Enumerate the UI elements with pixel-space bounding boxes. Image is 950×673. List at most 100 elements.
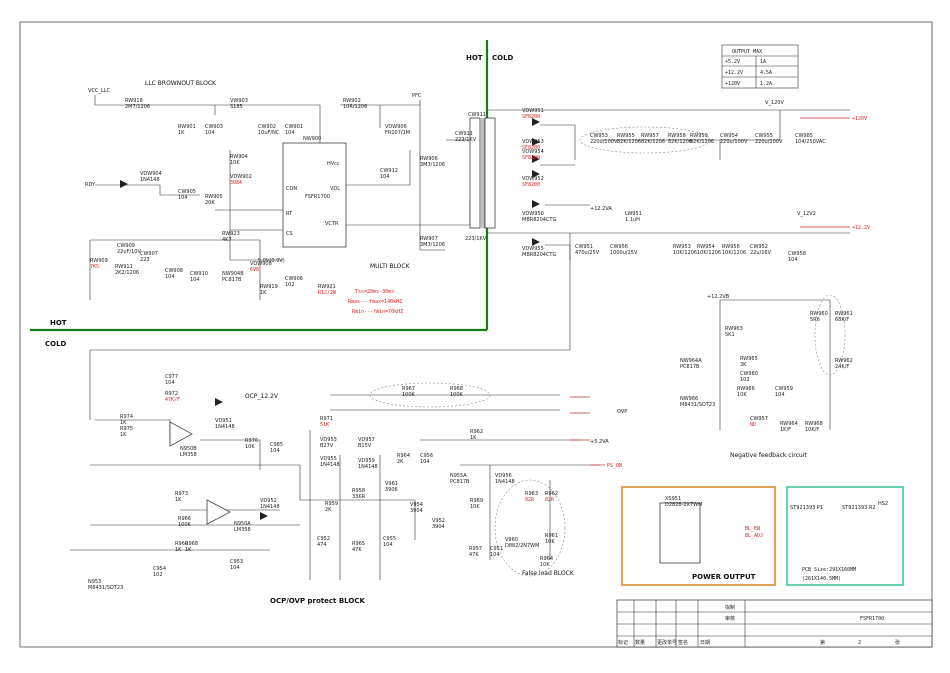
component-value: 2K2/1206 [115, 270, 139, 276]
component-ref: VD956 [495, 473, 512, 479]
component-value: 104 [490, 552, 500, 558]
component-value: 3K [740, 362, 747, 368]
component-ref: RW923 [222, 231, 240, 237]
component-ref: C985 [270, 442, 283, 448]
page-border [19, 21, 933, 648]
component-value: 1N4148 [215, 424, 235, 430]
component-ref: CW953 [590, 133, 608, 139]
component-value: 1K [175, 497, 182, 503]
component-value: 104 [165, 274, 175, 280]
component-ref: VDW954 [522, 149, 544, 155]
component-ref: V954 [410, 502, 423, 508]
power-output-box [621, 486, 776, 586]
component-value: 1N4148 [320, 462, 340, 468]
component-ref: VD957 [358, 437, 375, 443]
component-value: M8431/SOT23 [88, 585, 123, 591]
component-ref: CW959 [775, 386, 793, 392]
hot-label-left: HOT [50, 319, 67, 327]
rail-p52: +5.2VA [590, 439, 609, 445]
ic-pin-cs: CS [286, 231, 293, 237]
component-ref: CW907 [140, 251, 158, 257]
component-value: 3904 [410, 508, 423, 514]
component-value: 3084 [230, 180, 242, 186]
ocp12-title: OCP_12.2V [245, 393, 279, 400]
controller-ic [282, 142, 347, 248]
component-value: 1K [185, 547, 192, 553]
output-row-2-current: 4.5A [760, 70, 772, 76]
pcb-hs: HS2 [878, 501, 888, 507]
component-value: 1K [260, 290, 267, 296]
title-checked: 审核 [725, 615, 735, 622]
component-ref: RW956 [722, 244, 740, 250]
component-ref: RW904 [230, 154, 248, 160]
component-value: 104 [420, 459, 430, 465]
component-value: 1K [178, 130, 185, 136]
component-ref: R973 [175, 491, 188, 497]
component-ref: CW911 [455, 131, 473, 137]
component-ref: VDW951 [522, 108, 544, 114]
transformer-val: 223/1KV [465, 236, 487, 242]
pcb-size-2: (261X140.5MM) [802, 576, 841, 582]
component-value: 3M3/1206 [420, 162, 445, 168]
rail-vcc-llc: VCC_LLC [88, 88, 110, 94]
component-value: 104 [230, 565, 240, 571]
component-ref: VW903 [230, 98, 248, 104]
timing-tss: Tss=20ms-30ms [355, 289, 394, 295]
ic-pin-vctr: VCTR [325, 221, 339, 227]
component-ref: R975 [120, 426, 133, 432]
component-value: 100K [402, 392, 416, 398]
component-ref: V960 [505, 537, 518, 543]
component-value: D882/2N7WM [505, 543, 539, 549]
component-value: 5R6 [810, 317, 820, 323]
component-value: 10K/1206 [722, 250, 746, 256]
component-ref: RW921 [318, 284, 336, 290]
component-value: 10K [230, 160, 240, 166]
ic-pin-con: CON [286, 186, 297, 192]
component-value: 82K/1206 [641, 139, 665, 145]
component-ref: V961 [385, 481, 398, 487]
component-ref: RW905 [205, 194, 223, 200]
component-value: 220u/100V [720, 139, 748, 145]
title-name: FSFR1700 [860, 616, 884, 622]
component-ref: RW902 [343, 98, 361, 104]
rail-pfc: PFC [412, 93, 422, 99]
ic-part: FSFR1700 [305, 194, 330, 200]
ovp-label: OVP [617, 409, 627, 415]
pcb-size: PCB Size:291X160MM [802, 567, 856, 573]
component-ref: VDW908 [250, 261, 272, 267]
component-value: 100K [450, 392, 464, 398]
component-ref: CW952 [750, 244, 768, 250]
component-value: SF8200 [522, 155, 540, 161]
component-value: 104 [380, 174, 390, 180]
component-ref: RW960 [810, 311, 828, 317]
output-row-3-current: 1.2A [760, 81, 772, 87]
rail-bl-en: BL_EN [745, 526, 760, 532]
component-ref: RW961 [835, 311, 853, 317]
component-ref: VD959 [358, 458, 375, 464]
ocp-ovp-title: OCP/OVP protect BLOCK [270, 597, 365, 605]
component-ref: R961 [545, 533, 558, 539]
component-ref: R963 [525, 491, 538, 497]
component-value: 104 [775, 392, 785, 398]
component-value: 10K [737, 392, 747, 398]
title-row-label-2: 数量 [635, 639, 645, 646]
component-ref: CW906 [285, 276, 303, 282]
rectifier-diodes [120, 118, 540, 520]
component-ref: VD953 [320, 437, 337, 443]
component-value: FR107/1M [385, 130, 410, 136]
component-ref: R966 [178, 516, 191, 522]
component-ref: R969 [470, 498, 483, 504]
component-ref: CW985 [795, 133, 813, 139]
component-value: D2828-2X7WM [665, 502, 702, 508]
component-ref: R959 [325, 501, 338, 507]
component-ref: V952 [432, 518, 445, 524]
component-value: 82K/1206 [617, 139, 641, 145]
component-ref: RW955 [617, 133, 635, 139]
component-ref: R968 [185, 541, 198, 547]
component-value: 223 [140, 257, 150, 263]
component-value: 47K [469, 552, 479, 558]
component-value: 22u/16V [750, 250, 772, 256]
component-value: 2K [325, 507, 332, 513]
component-ref: N953 [88, 579, 101, 585]
component-ref: C956 [420, 453, 433, 459]
